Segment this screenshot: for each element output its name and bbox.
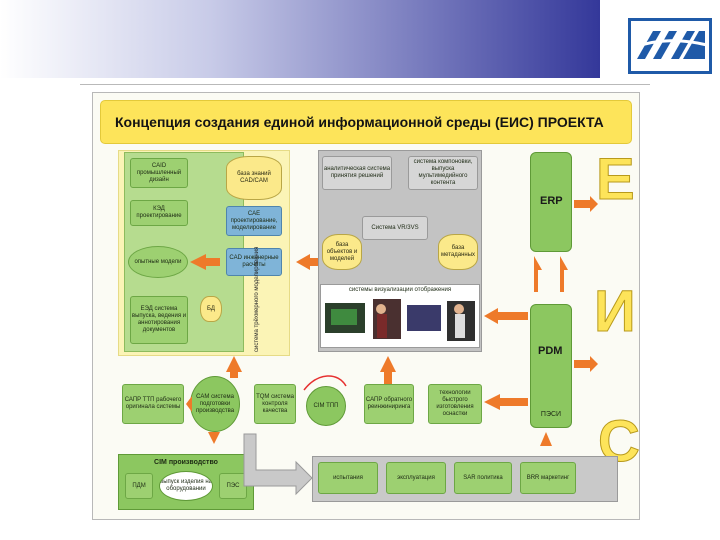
mes-box: ПЭС <box>219 473 247 499</box>
cae-box: CAE проектирование, моделирование <box>226 206 282 236</box>
brr-box: BRR маркетинг <box>520 462 576 494</box>
diagram-title: Концепция создания единой информационной… <box>100 100 632 144</box>
operation-box: эксплуатация <box>386 462 446 494</box>
header-divider <box>80 84 650 85</box>
vr-system-box: Система VR/3VS <box>362 216 428 240</box>
cam-oval: CAM система подготовки производства <box>190 376 240 432</box>
equipment-oval: выпуск изделия на оборудовании <box>159 471 213 501</box>
bd-cylinder: БД <box>200 296 222 322</box>
pdm-block: PDM ПЭСИ <box>530 304 572 428</box>
mock-oval: опытные модели <box>128 246 188 278</box>
etd-box: ЕЭД система выпуска, ведения и аннотиров… <box>130 296 188 344</box>
company-logo <box>628 18 712 74</box>
rapid-tooling-box: технологии быстрого изготовления оснастк… <box>428 384 482 424</box>
eis-letter-e: Е <box>596 147 636 212</box>
ked-box: КЭД проектирование <box>130 200 188 226</box>
visualization-photo: системы визуализации отображения <box>320 284 480 348</box>
production-panel: CIM производство ПДМ выпуск изделия на о… <box>118 454 254 510</box>
tqm-box: TQM система контроля качества <box>254 384 296 424</box>
pdm-label: PDM <box>538 345 563 357</box>
objects-db-cylinder: база объектов и моделей <box>322 234 362 270</box>
multimedia-box: система компоновки, выпуска мультимедийн… <box>408 156 478 190</box>
sapr-ttp-box: САПР ТТП рабочего оригинала системы <box>122 384 184 424</box>
sapr-reverse-box: САПР обратного реинжиниринга <box>364 384 414 424</box>
pdi-label: ПЭСИ <box>540 410 562 418</box>
cim-tpp-oval: CIM ТПП <box>306 386 346 426</box>
visualization-caption: системы визуализации отображения <box>348 286 452 293</box>
erp-label: ERP <box>540 195 563 207</box>
meta-db-cylinder: база метаданных <box>438 234 478 270</box>
cad-calc-box: CAD инженерные расчёты <box>226 248 282 276</box>
vertical-label: система трёхмерного моделирования <box>254 246 260 352</box>
visualization-image <box>325 299 475 341</box>
analytics-box: аналитическая система принятия решений <box>322 156 392 190</box>
trials-box: испытания <box>318 462 378 494</box>
sar-box: SAR политика <box>454 462 512 494</box>
erp-block: ERP <box>530 152 572 252</box>
eis-letter-i: И <box>594 279 637 344</box>
caid-box: CAID промышленный дизайн <box>130 158 188 188</box>
knowledge-db-cylinder: база знаний CAD/CAM <box>226 156 282 200</box>
header-gradient-bar <box>0 0 600 78</box>
pdm-prod-box: ПДМ <box>125 473 153 499</box>
production-title: CIM производство <box>154 458 218 466</box>
